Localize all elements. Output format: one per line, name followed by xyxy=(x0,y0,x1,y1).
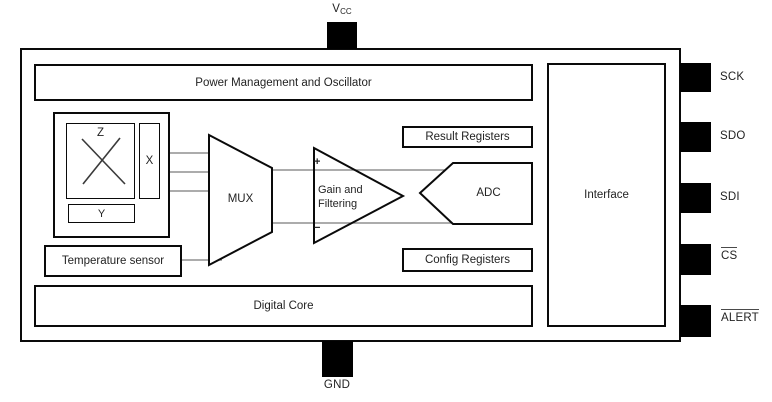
sensor-x-box: X xyxy=(139,123,160,199)
adc-label: ADC xyxy=(476,187,501,199)
result-registers-label: Result Registers xyxy=(425,131,510,143)
pin-label-sdi: SDI xyxy=(720,191,740,203)
vcc-base-text: V xyxy=(332,3,341,15)
interface-block: Interface xyxy=(547,63,666,327)
gain-minus-sign: − xyxy=(314,222,321,234)
digital-core-block: Digital Core xyxy=(34,285,533,327)
interface-label: Interface xyxy=(584,189,629,201)
pin-sdi xyxy=(680,183,711,213)
sensor-block xyxy=(53,112,170,238)
power-management-label: Power Management and Oscillator xyxy=(195,76,372,89)
digital-core-label: Digital Core xyxy=(253,300,314,312)
pin-label-sdo: SDO xyxy=(720,130,746,142)
vcc-sub-text: CC xyxy=(340,7,352,16)
gain-filtering-label: Gain and Filtering xyxy=(318,183,363,211)
pin-label-cs: CS xyxy=(721,247,738,262)
temperature-sensor-label: Temperature sensor xyxy=(61,255,165,267)
gain-label-line1: Gain and xyxy=(318,184,363,196)
pin-sck xyxy=(680,63,711,92)
sensor-z-label: Z xyxy=(96,127,105,139)
pin-cs xyxy=(680,244,711,275)
sensor-z-box: Z xyxy=(66,123,135,199)
gain-triangle-shape xyxy=(313,146,406,245)
gain-plus-sign: + xyxy=(314,156,321,168)
power-management-block: Power Management and Oscillator xyxy=(34,64,533,101)
adc-shape xyxy=(418,162,533,225)
sensor-y-box: Y xyxy=(68,204,135,223)
pin-gnd xyxy=(322,341,353,377)
mux-label: MUX xyxy=(227,193,254,205)
pin-label-sck: SCK xyxy=(720,71,745,83)
z-axis-cross-icon xyxy=(81,137,126,185)
temperature-sensor-block: Temperature sensor xyxy=(44,245,182,277)
gain-label-line2: Filtering xyxy=(318,198,358,210)
alert-overline-text: ALERT xyxy=(721,309,759,324)
sensor-x-label: X xyxy=(145,155,154,167)
pin-sdo xyxy=(680,122,711,152)
pin-vcc xyxy=(327,22,357,49)
cs-overline-text: CS xyxy=(721,247,738,262)
sensor-y-label: Y xyxy=(97,207,106,220)
mux-shape xyxy=(208,133,273,267)
config-registers-label: Config Registers xyxy=(424,254,510,266)
pin-label-alert: ALERT xyxy=(721,309,759,324)
pin-alert xyxy=(680,305,711,337)
pin-label-gnd: GND xyxy=(323,379,351,391)
config-registers-block: Config Registers xyxy=(402,248,533,272)
result-registers-block: Result Registers xyxy=(402,126,533,148)
pin-label-vcc: VCC xyxy=(322,3,362,16)
